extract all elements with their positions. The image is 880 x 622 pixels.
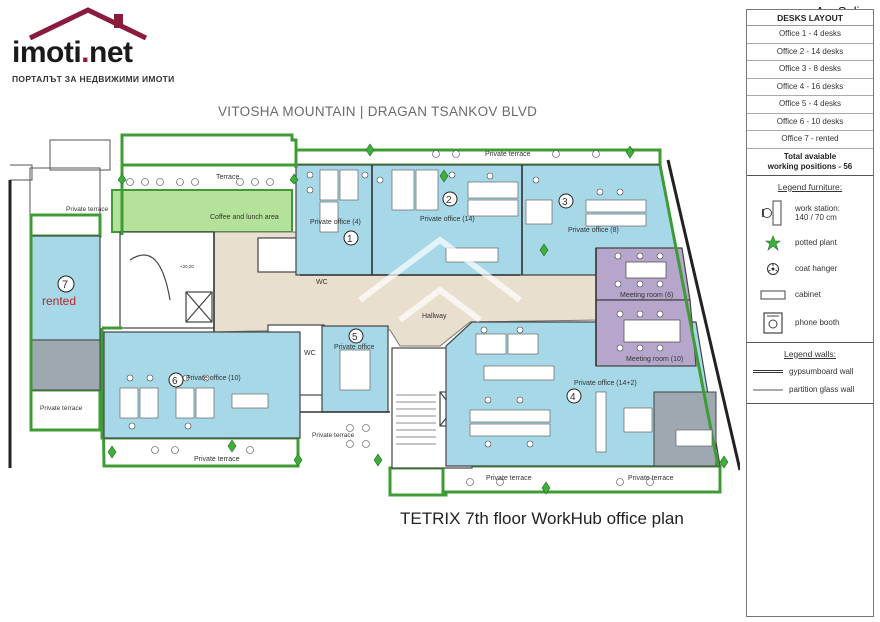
private-terrace-bottom-right-label: Private terrace [628,475,674,482]
coffee-area-label: Coffee and lunch area [210,214,279,221]
floor-plan: Terrace Coffee and lunch area Private te… [8,133,740,497]
office-6-label: Private office (10) [186,375,241,382]
legend-item-partition-glass-wall: partition glass wall [747,381,873,399]
workstation-icon [762,200,782,225]
interior-walls [213,165,597,413]
street-label: VITOSHA MOUNTAIN | DRAGAN TSANKOV BLVD [218,104,538,119]
phone-booth-icon [763,311,783,334]
meeting-room-6-label: Meeting room (6) [620,292,673,299]
faint-watermark-logo [358,236,522,323]
plan-title: TETRIX 7th floor WorkHub office plan [400,509,684,528]
meeting-tables [623,261,681,343]
desks [119,169,713,453]
logo-tagline: ПОРТАЛЪТ ЗА НЕДВИЖИМИ ИМОТИ [12,74,175,84]
desk-row-office-3: Office 3 - 8 desks [747,61,873,79]
legend-sidebar: DESKS LAYOUT Office 1 - 4 desks Office 2… [746,9,874,617]
office-2-label: Private office (14) [420,216,475,223]
office-number-3: 3 [562,197,568,208]
legend-item-potted-plant: potted plant [747,230,873,256]
potted-plant-icon [765,234,781,251]
chairs [126,150,664,486]
legend-furniture-title: Legend furniture: [777,181,843,192]
cabinet-icon [760,290,786,299]
private-terrace-top-label: Private terrace [485,151,531,158]
office-7-storage [30,339,101,391]
legend-item-workstation: work station:140 / 70 cm [747,196,873,230]
legend-item-gypsumboard-wall: gypsumboard wall [747,363,873,381]
office-number-1: 1 [347,234,353,245]
desks-layout-title: DESKS LAYOUT [747,10,873,26]
legend-item-phone-booth: phone booth [747,308,873,338]
private-terrace-left-bottom-label: Private terrace [40,405,83,412]
private-terrace-bottom-left-label: Private terrace [194,456,240,463]
house-roof-icon [28,7,148,40]
legend-walls-title: Legend walls: [784,348,836,359]
legend-bottom-separator [747,402,873,404]
glass-wall-symbol [753,388,783,391]
desk-row-office-6: Office 6 - 10 desks [747,114,873,131]
office-3-label: Private office (8) [568,227,619,234]
desk-row-office-1: Office 1 - 4 desks [747,26,873,44]
private-terrace-mid-label: Private terrace [312,432,355,439]
terrace-top-label: Terrace [216,174,239,181]
office-number-2: 2 [446,195,452,206]
gypsumboard-wall-symbol [753,370,783,373]
hallway-label: Hallway [422,313,447,320]
legend-item-coat-hanger: coat hanger [747,256,873,282]
terraces [29,133,722,497]
private-terrace-bottom-mid-label: Private terrace [486,475,532,482]
office-1-label: Private office (4) [310,219,361,226]
desk-row-office-4: Office 4 - 16 desks [747,79,873,96]
legend-separator [747,341,873,343]
coffee-area [111,189,293,233]
office-number-markers [57,191,582,404]
office-number-4: 4 [570,392,576,403]
total-positions: Total avaiable working positions - 56 [747,149,873,176]
logo-wordmark: imoti.net [12,36,133,69]
imoti-logo[interactable]: imoti.net ПОРТАЛЪТ ЗА НЕДВИЖИМИ ИМОТИ [8,6,174,86]
office-number-7: 7 [62,279,68,291]
desk-row-office-7: Office 7 - rented [747,131,873,149]
private-terrace-left-top-label: Private terrace [66,206,109,213]
office-7-label: rented [42,294,76,308]
office-4-label: Private office (14+2) [574,380,637,387]
green-walls [29,135,720,467]
desk-row-office-5: Office 5 - 4 desks [747,96,873,114]
desk-row-office-2: Office 2 - 14 desks [747,44,873,61]
office-6-area [103,331,301,439]
meeting-room-10-label: Meeting room (10) [626,356,683,363]
office-5-label: Private office [334,344,374,351]
office-number-5: 5 [352,332,358,343]
legend-item-cabinet: cabinet [747,282,873,308]
elevation-label: +20,20 [180,264,194,269]
coat-hanger-icon [767,262,779,275]
potted-plant-icons [107,143,729,495]
wc-1-label: WC [316,279,328,286]
wc-2-label: WC [304,350,316,357]
office-number-6: 6 [172,376,178,387]
